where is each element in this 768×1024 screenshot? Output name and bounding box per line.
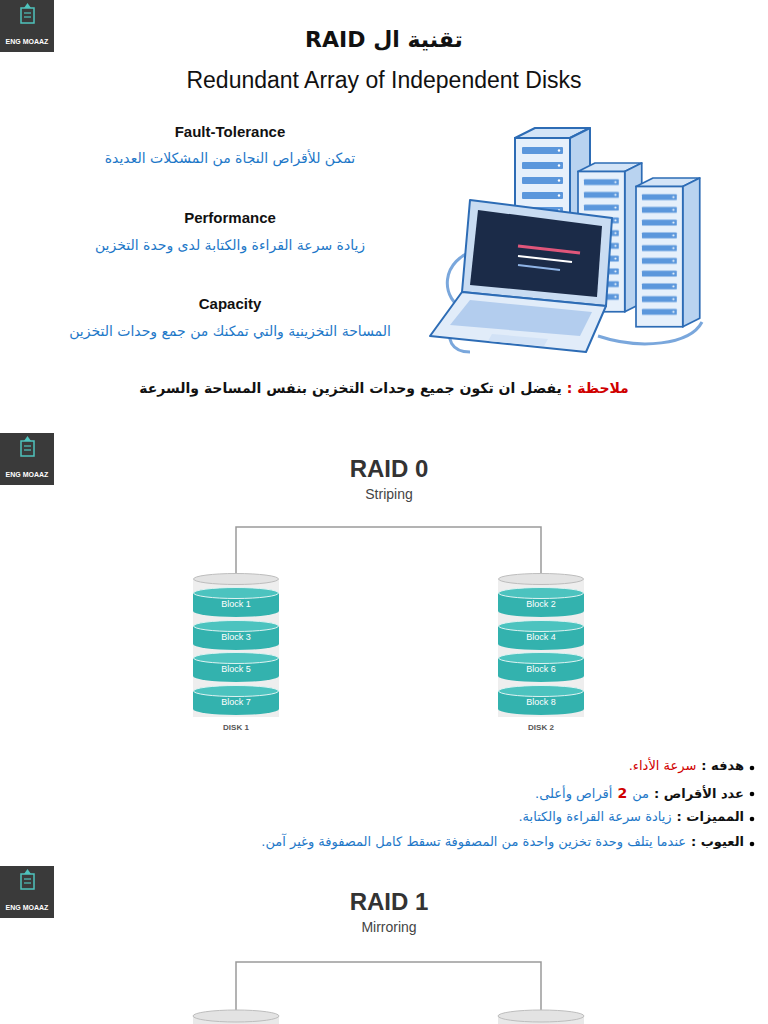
term-heading: Performance [184, 208, 276, 228]
data-block: Block 1 [193, 587, 279, 617]
text-row: ENG MOAAZ [0, 37, 54, 46]
disk-label: DISK 1 [193, 723, 279, 733]
term-heading: Fault-Tolerance [175, 122, 286, 142]
server-illustration [430, 128, 702, 352]
text-row: ENG MOAAZ [0, 470, 54, 479]
text-row: المميزات : زيادة سرعة القراءة والكتابة. [0, 809, 744, 826]
data-block: Block 3 [193, 620, 279, 650]
text-row: المساحة التخزينية والتي تمكنك من جمع وحد… [10, 322, 450, 340]
logo-text: ENG MOAAZ [6, 470, 49, 479]
page-title: تقنية ال RAID [305, 26, 463, 55]
logo-badge [0, 433, 54, 485]
text-row: العيوب : عندما يتلف وحدة تخزين واحدة من ا… [0, 834, 744, 851]
text-row: هدفه :سرعة الأداء. [0, 758, 744, 775]
term-description: زيادة سرعة القراءة والكتابة لدى وحدة الت… [95, 236, 365, 254]
data-block: Block 8 [498, 685, 584, 715]
bullet-heading: هدفه : [701, 758, 744, 775]
term-heading: Capacity [199, 294, 262, 314]
bullet-heading: عدد الأقراص : [654, 786, 744, 803]
bullet-heading: العيوب : [691, 834, 744, 851]
block-label: Block 2 [498, 599, 584, 611]
section-title: RAID 1 [350, 886, 429, 917]
block-label: Block 1 [193, 599, 279, 611]
data-block: Block 5 [193, 652, 279, 682]
bullet-number: 2 [617, 784, 627, 802]
text-row: RAID 1 [0, 886, 768, 917]
block-label: Block 3 [193, 632, 279, 644]
block-label: Block 4 [498, 632, 584, 644]
bullet-heading: المميزات : [677, 809, 744, 826]
bullet-value: عندما يتلف وحدة تخزين واحدة من المصفوفة … [261, 834, 686, 851]
block-label: Block 7 [193, 697, 279, 709]
text-row: Redundant Array of Independent Disks [0, 66, 768, 96]
text-row: عدد الأقراص : من 2 أقراص وأعلى. [0, 784, 744, 803]
text-row: Performance [10, 208, 450, 228]
section-subtitle: Striping [365, 485, 412, 503]
subtitle: Redundant Array of Independent Disks [186, 66, 581, 96]
data-block: Block 4 [498, 620, 584, 650]
section-title: RAID 0 [350, 453, 429, 484]
bullet-value: من [632, 786, 649, 803]
disk: DISK 2 Block 2 Block 4 Block 6 Block 8 [498, 573, 584, 741]
section-subtitle: Mirroring [361, 918, 416, 936]
text-row: Mirroring [0, 918, 768, 936]
text-row: Capacity [10, 294, 450, 314]
bullet-dots [750, 766, 755, 847]
disk-label: DISK 2 [498, 723, 584, 733]
text-row: زيادة سرعة القراءة والكتابة لدى وحدة الت… [10, 236, 450, 254]
data-block: Block 7 [193, 685, 279, 715]
text-row: Striping [0, 485, 768, 503]
note-label: ملاحظة : [567, 379, 629, 397]
bullet-value: أقراص وأعلى. [535, 786, 612, 803]
block-label: Block 6 [498, 664, 584, 676]
block-label: Block 5 [193, 664, 279, 676]
term-description: تمكن للأقراص النجاة من المشكلات العديدة [105, 149, 356, 167]
logo-text: ENG MOAAZ [6, 37, 49, 46]
text-row: ENG MOAAZ [0, 903, 54, 912]
logo-badge [0, 866, 54, 918]
logo-text: ENG MOAAZ [6, 903, 49, 912]
text-row: RAID 0 [0, 453, 768, 484]
block-label: Block 8 [498, 697, 584, 709]
text-row: Fault-Tolerance [10, 122, 450, 142]
raid1-partial-disks [193, 962, 584, 1024]
text-row: تقنية ال RAID [0, 26, 768, 55]
data-block: Block 2 [498, 587, 584, 617]
note-text: يفضل ان تكون جميع وحدات التخزين بنفس الم… [139, 379, 562, 397]
disk: DISK 1 Block 1 Block 3 Block 5 Block 7 [193, 573, 279, 741]
term-description: المساحة التخزينية والتي تمكنك من جمع وحد… [69, 322, 391, 340]
text-row: ملاحظة : يفضل ان تكون جميع وحدات التخزين … [0, 379, 768, 397]
bullet-value: زيادة سرعة القراءة والكتابة. [518, 809, 671, 826]
data-block: Block 6 [498, 652, 584, 682]
bullet-value: سرعة الأداء. [629, 758, 697, 775]
logo-badge [0, 0, 54, 52]
tree-connector [236, 527, 541, 573]
text-row: تمكن للأقراص النجاة من المشكلات العديدة [10, 149, 450, 167]
